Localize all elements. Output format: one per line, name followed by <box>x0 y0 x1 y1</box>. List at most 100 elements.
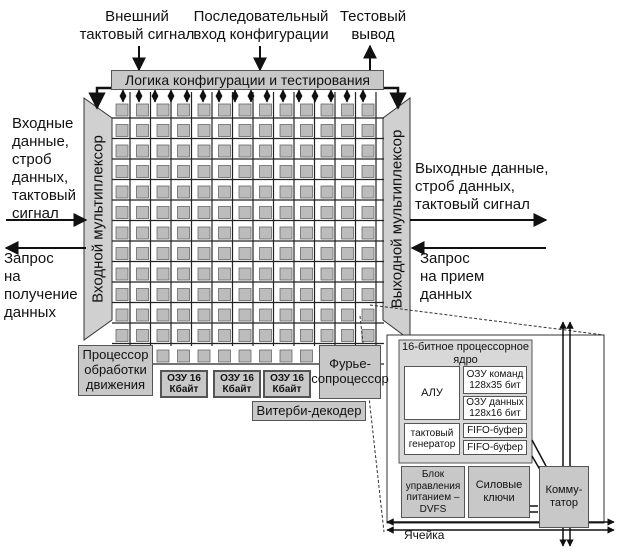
grid-cell <box>279 349 293 363</box>
grid-cell <box>197 226 211 240</box>
clock-gen-block: тактовый генератор <box>404 423 460 455</box>
grid-cell <box>115 206 129 219</box>
grid-cell <box>300 329 313 342</box>
grid-cell <box>197 308 211 322</box>
grid-cell <box>238 165 252 178</box>
grid-cell <box>279 103 293 117</box>
instr-ram-block: ОЗУ команд 128х35 бит <box>463 366 527 394</box>
grid-cell <box>156 267 170 281</box>
grid-cell <box>361 185 375 199</box>
grid-cell <box>361 247 375 260</box>
grid-cell <box>197 288 211 301</box>
grid-cell <box>259 308 272 322</box>
grid-cell <box>361 308 375 322</box>
ext-clock-label: Внешний тактовый сигнал <box>79 8 195 43</box>
grid-cell <box>300 185 313 199</box>
grid-cell <box>320 288 334 301</box>
power-switches-block: Силовые ключи <box>468 466 530 518</box>
grid-cell <box>279 288 293 301</box>
grid-cell <box>115 226 129 240</box>
grid-cell <box>361 124 375 137</box>
grid-cell <box>136 206 149 219</box>
fifo-block-1: FIFO-буфер <box>463 423 527 438</box>
right-feedback-line <box>383 86 407 110</box>
grid-cell <box>361 165 375 178</box>
viterbi-block: Витерби-декодер <box>252 401 366 421</box>
grid-cell <box>218 308 231 322</box>
grid-cell <box>341 165 354 178</box>
grid-cell <box>361 329 375 342</box>
grid-cell <box>136 103 149 117</box>
power-control-block: Блок управления питанием – DVFS <box>401 466 465 518</box>
grid-cell <box>238 103 252 117</box>
cell-grid <box>112 89 384 365</box>
grid-cell <box>238 329 252 342</box>
grid-cell <box>279 247 293 260</box>
grid-cell <box>341 308 354 322</box>
grid-cell <box>218 329 231 342</box>
grid-cell <box>341 124 354 137</box>
core-title: 16-битное процессорное ядро <box>402 341 529 367</box>
grid-cell <box>156 308 170 322</box>
grid-cell <box>279 185 293 199</box>
grid-cell <box>279 206 293 219</box>
grid-cell <box>156 288 170 301</box>
fourier-block: Фурье-сопроцессор <box>311 345 389 399</box>
grid-cell <box>218 349 231 363</box>
grid-cell <box>197 267 211 281</box>
grid-cell <box>156 185 170 199</box>
grid-cell <box>238 124 252 137</box>
test-output-label: Тестовый вывод <box>339 8 407 43</box>
grid-cell <box>197 349 211 363</box>
config-logic-block: Логика конфигурации и тестирования <box>111 70 384 90</box>
grid-cell <box>238 185 252 199</box>
grid-cell <box>156 103 170 117</box>
ram-block-2: ОЗУ 16 Кбайт <box>213 370 261 398</box>
grid-cell <box>156 124 170 137</box>
grid-cell <box>136 288 149 301</box>
grid-cell <box>218 165 231 178</box>
grid-cell <box>197 124 211 137</box>
grid-cell <box>177 165 190 178</box>
grid-cell <box>156 144 170 158</box>
grid-cell <box>341 267 354 281</box>
grid-cell <box>177 329 190 342</box>
grid-cell <box>177 206 190 219</box>
grid-cell <box>300 247 313 260</box>
grid-cell <box>238 247 252 260</box>
grid-cell <box>259 165 272 178</box>
grid-cell <box>218 226 231 240</box>
ram-block-3: ОЗУ 16 Кбайт <box>263 370 311 398</box>
grid-cell <box>320 267 334 281</box>
grid-cell <box>177 103 190 117</box>
grid-cell <box>320 185 334 199</box>
grid-cell <box>136 247 149 260</box>
grid-cell <box>115 144 129 158</box>
config-input-label: Последовательный вход конфигурации <box>193 8 329 43</box>
grid-cell <box>279 267 293 281</box>
grid-cell <box>259 349 272 363</box>
grid-cell <box>218 185 231 199</box>
grid-cell <box>115 165 129 178</box>
grid-cell <box>320 124 334 137</box>
grid-cell <box>197 329 211 342</box>
grid-cell <box>300 288 313 301</box>
cell-label: Ячейка <box>404 528 445 542</box>
grid-cell <box>136 144 149 158</box>
grid-cell <box>259 206 272 219</box>
grid-cell <box>300 349 313 363</box>
grid-cell <box>136 185 149 199</box>
grid-cell <box>136 226 149 240</box>
motion-processor-block: Процессор обработки движения <box>78 345 153 396</box>
grid-cell <box>320 165 334 178</box>
grid-cell <box>177 288 190 301</box>
grid-cell <box>238 349 252 363</box>
grid-cell <box>115 185 129 199</box>
grid-cell <box>136 165 149 178</box>
grid-cell <box>136 308 149 322</box>
grid-cell <box>259 267 272 281</box>
grid-cell <box>115 124 129 137</box>
input-mux-shape <box>83 97 113 341</box>
grid-cell <box>320 329 334 342</box>
